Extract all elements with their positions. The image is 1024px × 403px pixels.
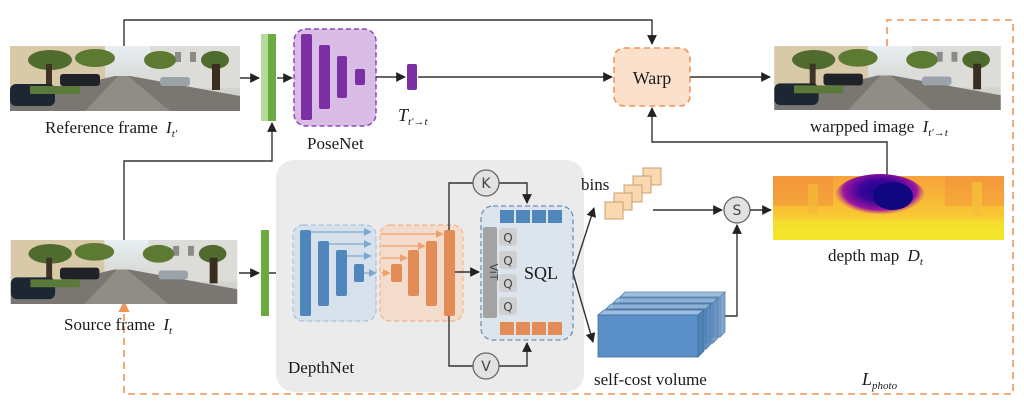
svg-text:Q: Q [503, 300, 512, 314]
source-to-posenet-connector [123, 122, 277, 240]
reference-to-warp-connector [123, 19, 657, 46]
posenet-block [293, 28, 377, 127]
query-tokens: Q Q Q Q [499, 228, 517, 315]
warp-label: Warp [633, 68, 672, 88]
posenet-label: PoseNet [307, 134, 364, 153]
reference-frame-label: Reference frame It′ [45, 118, 178, 140]
svg-text:Q: Q [503, 277, 512, 291]
sql-to-cost-volume-arrow [572, 272, 596, 343]
vit-label: ViT [487, 263, 500, 280]
sql-to-bins-arrow [572, 207, 596, 274]
source-frame-label: Source frame It [64, 315, 173, 337]
warp-block: Warp [613, 47, 691, 107]
reference-frame-image [10, 46, 240, 111]
depth-map-image [773, 174, 1004, 240]
bins-stack [604, 167, 662, 220]
depth-encoder [292, 224, 377, 322]
pose-vector [407, 64, 417, 90]
sql-label: SQL [524, 263, 558, 283]
svg-text:Q: Q [503, 231, 512, 245]
depth-to-warp-connector [647, 107, 888, 176]
value-connector [448, 316, 473, 367]
cost-volume-label: self-cost volume [594, 370, 707, 389]
pose-label: Tt′→t [398, 105, 428, 128]
depth-decoder [379, 224, 464, 322]
photometric-loss-label: Lphoto [861, 369, 898, 392]
self-cost-volume [596, 291, 726, 358]
bins-label: bins [581, 175, 609, 194]
photometric-loss-loop [118, 19, 1014, 395]
key-to-sql-arrow [499, 182, 532, 204]
depthnet-label: DepthNet [288, 358, 354, 377]
warped-image-label: warpped image It′→t [810, 117, 949, 139]
key-node: K [472, 169, 500, 197]
value-node: V [472, 352, 500, 380]
cost-volume-to-softmax-arrow [725, 224, 742, 317]
depth-map-label: depth map Dt [828, 246, 924, 268]
sql-block: ViT Q Q Q Q SQL [480, 205, 574, 341]
key-connector [448, 182, 473, 230]
value-to-sql-arrow [499, 342, 532, 367]
source-frame-image [10, 240, 238, 304]
svg-text:S: S [733, 203, 742, 219]
svg-text:K: K [481, 176, 491, 192]
svg-text:Q: Q [503, 254, 512, 268]
posenet-input-features [261, 34, 276, 121]
softmax-node: S [723, 196, 751, 224]
depthnet-input-features [261, 230, 269, 316]
warped-image [774, 46, 1001, 110]
svg-text:V: V [481, 359, 491, 375]
